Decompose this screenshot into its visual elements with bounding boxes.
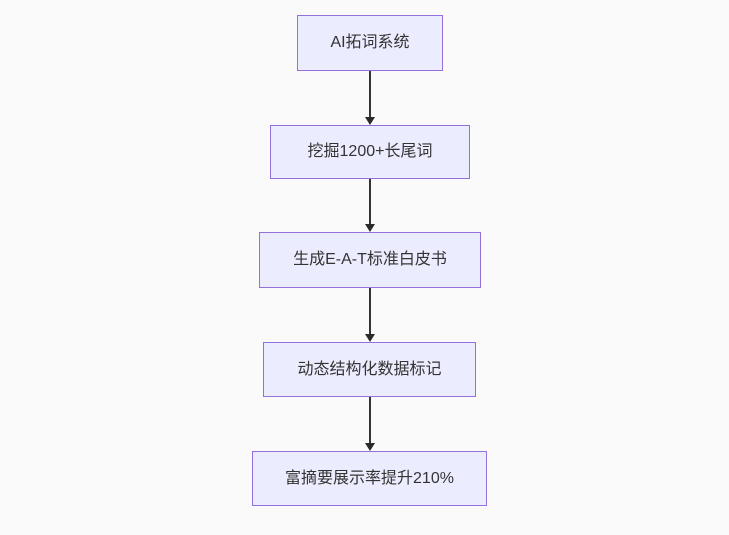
flow-node-label: 富摘要展示率提升210% [285,469,454,487]
edge-line [369,71,371,118]
flow-edge-d-e [364,397,376,451]
flow-node-label: 生成E-A-T标准白皮书 [293,251,447,268]
flow-node-label: 挖掘1200+长尾词 [307,143,433,160]
flow-node-structured-data-markup: 动态结构化数据标记 [263,342,476,397]
arrowhead-down-icon [365,334,375,342]
arrowhead-down-icon [365,443,375,451]
arrowhead-down-icon [365,117,375,125]
flow-node-longtail-mining: 挖掘1200+长尾词 [270,125,470,179]
arrowhead-down-icon [365,224,375,232]
flow-edge-c-d [364,288,376,342]
flow-edge-b-c [364,179,376,232]
edge-line [369,288,371,335]
flow-node-label: AI拓词系统 [330,34,410,51]
edge-line [369,397,371,444]
flow-edge-a-b [364,71,376,125]
edge-line [369,179,371,225]
flow-node-eat-whitepaper: 生成E-A-T标准白皮书 [259,232,481,288]
flow-node-rich-snippet-result: 富摘要展示率提升210% [252,451,487,506]
flow-node-ai-word-expansion: AI拓词系统 [297,15,443,71]
flow-node-label: 动态结构化数据标记 [297,360,442,378]
